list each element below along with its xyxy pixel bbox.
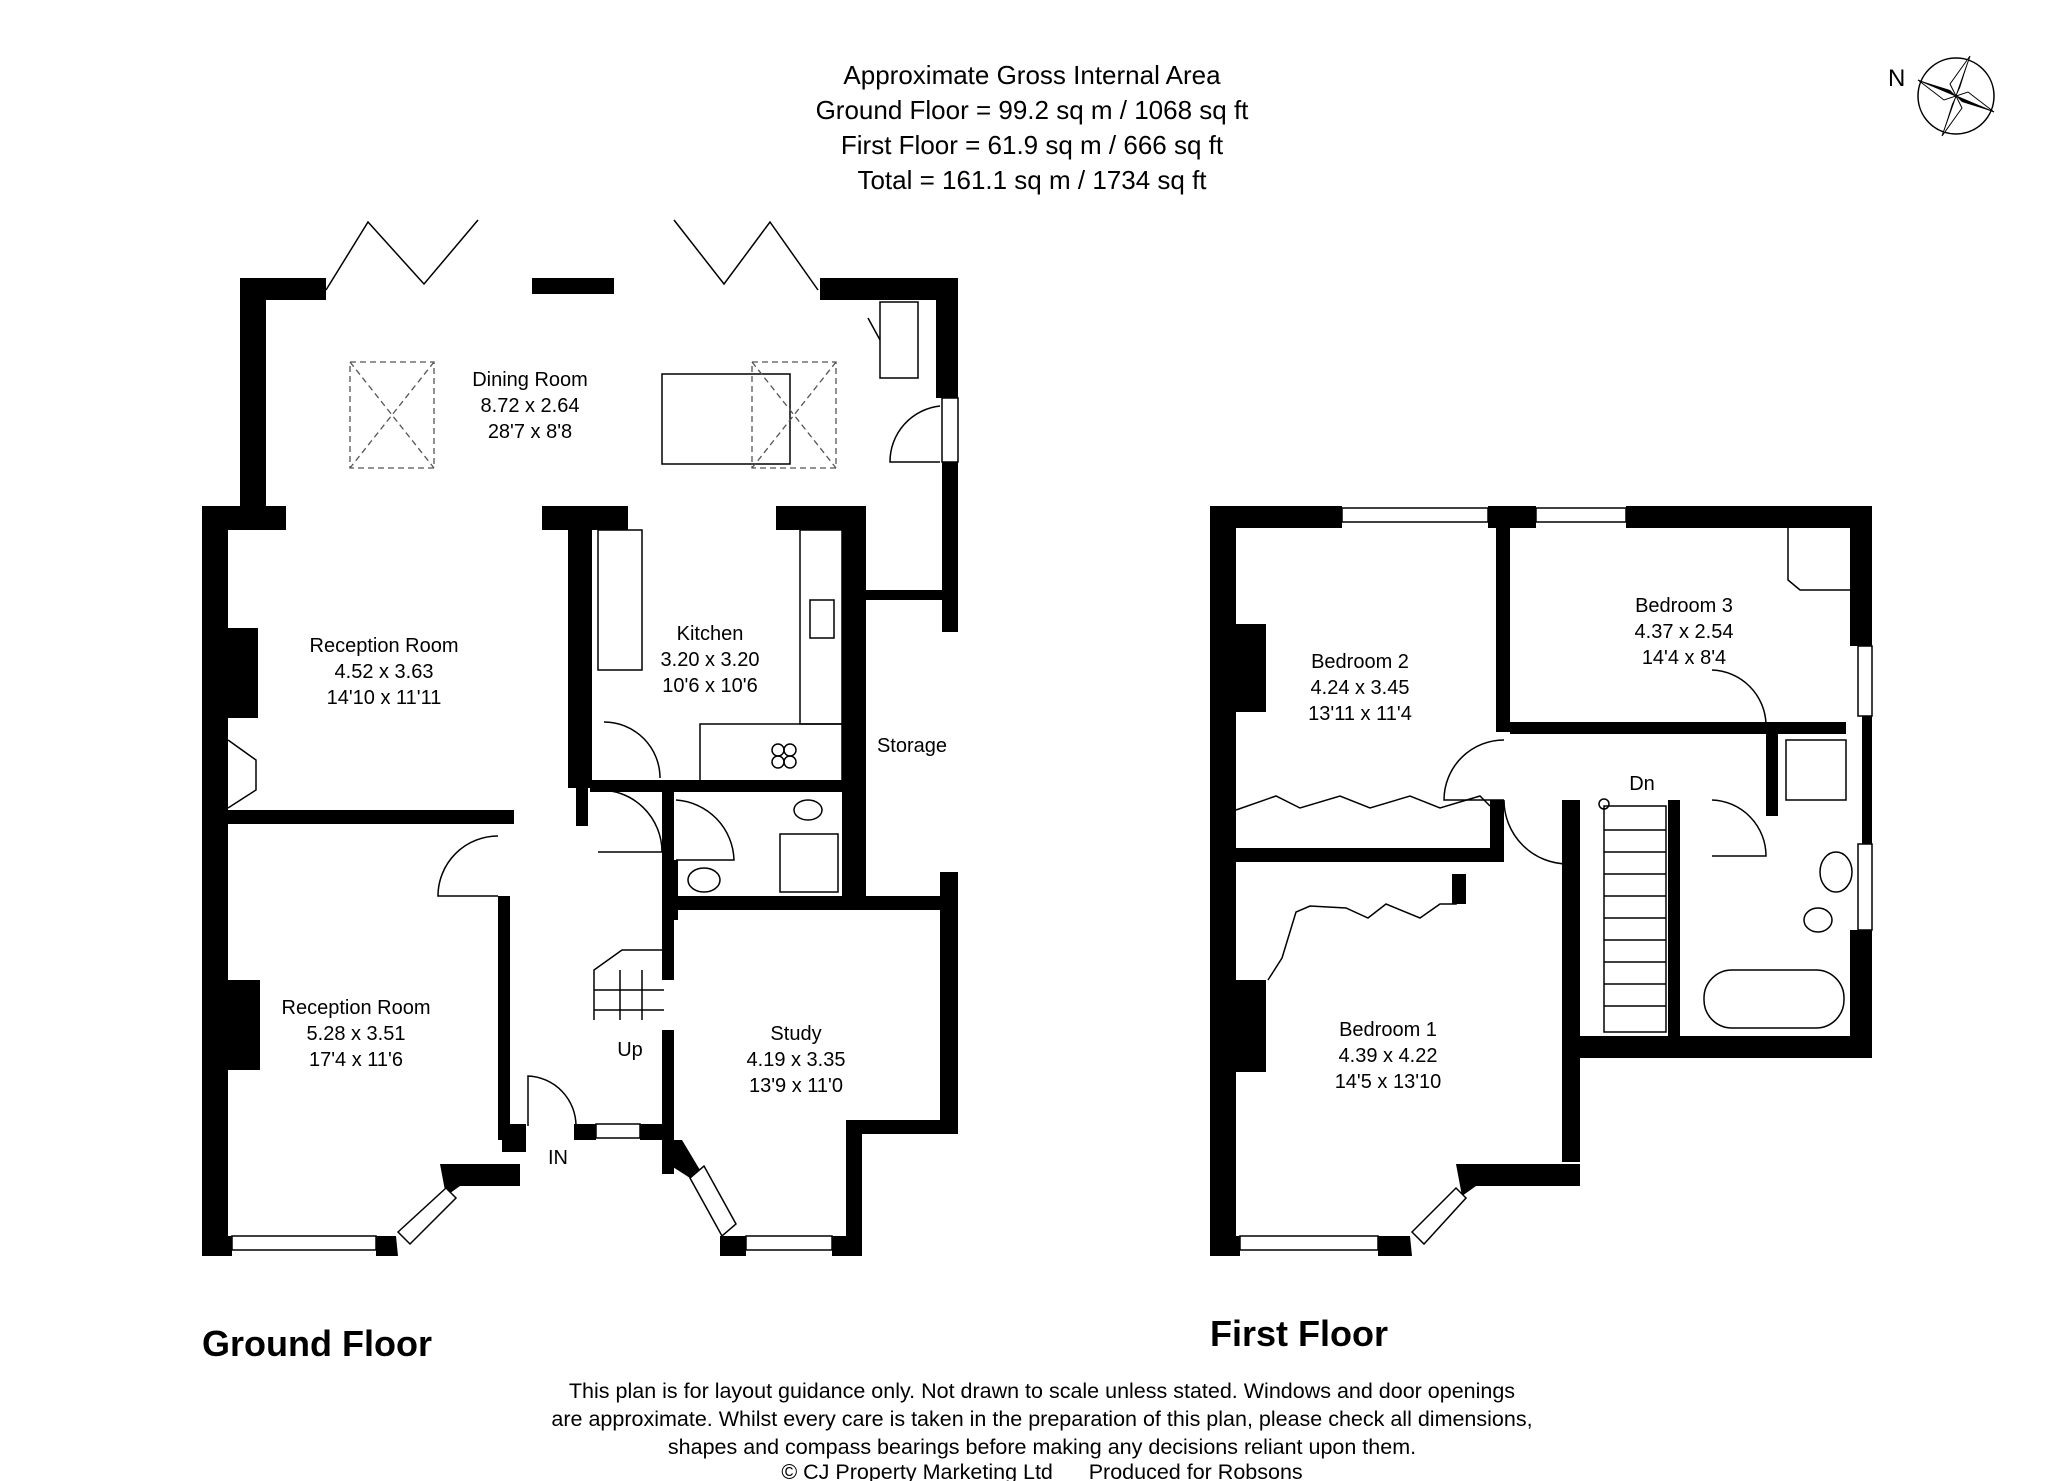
skylight-icon	[751, 361, 837, 469]
door-swing-icon	[675, 799, 735, 861]
bedroom3-name: Bedroom 3	[1635, 595, 1733, 617]
stairs-icon	[1603, 805, 1667, 1033]
bifold-door-icon	[325, 219, 479, 291]
hob-icon	[771, 743, 785, 757]
cupboard-icon	[227, 739, 257, 809]
entrance-door-icon	[527, 1075, 577, 1127]
first-floor-area: First Floor = 61.9 sq m / 666 sq ft	[841, 130, 1224, 160]
cupboard-icon	[1787, 528, 1850, 591]
door-swing-icon	[603, 721, 661, 779]
ground-floor-openings	[227, 219, 959, 1251]
disclaimer-line-1: This plan is for layout guidance only. N…	[569, 1379, 1515, 1403]
door-swing-icon	[889, 405, 941, 463]
door-swing-icon	[437, 835, 499, 897]
reception-rear-metric: 4.52 x 3.63	[335, 661, 434, 683]
first-floor-title: First Floor	[1210, 1313, 1388, 1354]
storage-name: Storage	[877, 735, 947, 757]
bedroom3-metric: 4.37 x 2.54	[1635, 621, 1734, 643]
copyright-line: © CJ Property Marketing Ltd Produced for…	[781, 1460, 1302, 1481]
wardrobe-icon	[1267, 876, 1457, 981]
stairs-down-label: Dn	[1629, 773, 1655, 795]
door-swing-icon	[1503, 799, 1569, 865]
wardrobe-icon	[1235, 795, 1491, 811]
kitchen-island	[661, 373, 791, 465]
bedroom2-name: Bedroom 2	[1311, 651, 1409, 673]
bedroom2-imperial: 13'11 x 11'4	[1308, 703, 1412, 725]
study-name: Study	[770, 1023, 821, 1045]
compass: N	[1888, 55, 1995, 137]
kitchen-metric: 3.20 x 3.20	[661, 649, 760, 671]
total-area: Total = 161.1 sq m / 1734 sq ft	[857, 165, 1207, 195]
reception-front-imperial: 17'4 x 11'6	[309, 1049, 403, 1071]
bedroom1-metric: 4.39 x 4.22	[1339, 1045, 1438, 1067]
shower-icon	[779, 833, 839, 893]
skylight-icon	[349, 361, 435, 469]
bedroom1-imperial: 14'5 x 13'10	[1335, 1071, 1442, 1093]
door-swing-icon	[1711, 799, 1767, 857]
stairs-up-label: Up	[617, 1039, 643, 1061]
door-swing-icon	[1711, 669, 1767, 725]
dining-room-metric: 8.72 x 2.64	[481, 395, 580, 417]
door-swing-icon	[1443, 739, 1505, 801]
dining-room-imperial: 28'7 x 8'8	[488, 421, 572, 443]
reception-front-name: Reception Room	[282, 997, 431, 1019]
basin-icon	[687, 867, 721, 893]
area-title: Approximate Gross Internal Area	[843, 60, 1221, 90]
shower-icon	[1785, 739, 1847, 801]
bath-icon	[1703, 969, 1845, 1029]
ground-floor-title: Ground Floor	[202, 1323, 432, 1364]
door-swing-icon	[597, 789, 663, 853]
bifold-door-icon	[673, 219, 819, 291]
reception-rear-name: Reception Room	[310, 635, 459, 657]
compass-north-label: N	[1888, 65, 1905, 92]
toilet-icon	[1803, 907, 1833, 933]
ground-floor-walls	[202, 278, 958, 1256]
kitchen-imperial: 10'6 x 10'6	[662, 675, 758, 697]
basin-icon	[1819, 851, 1853, 893]
reception-rear-imperial: 14'10 x 11'11	[327, 687, 442, 709]
study-imperial: 13'9 x 11'0	[749, 1075, 843, 1097]
ground-floor-labels: Dining Room 8.72 x 2.64 28'7 x 8'8 Recep…	[202, 369, 947, 1364]
entrance-label: IN	[548, 1147, 568, 1169]
first-floor-labels: Bedroom 2 4.24 x 3.45 13'11 x 11'4 Bedro…	[1210, 595, 1733, 1354]
first-floor-walls	[1210, 506, 1872, 1256]
bedroom3-imperial: 14'4 x 8'4	[1642, 647, 1726, 669]
dining-room-name: Dining Room	[472, 369, 588, 391]
first-floor-openings	[1235, 507, 1873, 1251]
reception-front-metric: 5.28 x 3.51	[307, 1023, 406, 1045]
compass-star-icon	[1917, 55, 1995, 137]
toilet-icon	[793, 799, 823, 821]
sink-icon	[809, 599, 835, 639]
disclaimer: This plan is for layout guidance only. N…	[551, 1379, 1532, 1481]
area-summary: Approximate Gross Internal Area Ground F…	[816, 60, 1250, 195]
bedroom1-name: Bedroom 1	[1339, 1019, 1437, 1041]
ground-floor-area: Ground Floor = 99.2 sq m / 1068 sq ft	[816, 95, 1250, 125]
bedroom2-metric: 4.24 x 3.45	[1311, 677, 1410, 699]
kitchen-name: Kitchen	[677, 623, 744, 645]
disclaimer-line-2: are approximate. Whilst every care is ta…	[551, 1407, 1532, 1431]
disclaimer-line-3: shapes and compass bearings before makin…	[668, 1435, 1416, 1459]
stairs-icon	[593, 949, 664, 1020]
study-metric: 4.19 x 3.35	[747, 1049, 846, 1071]
